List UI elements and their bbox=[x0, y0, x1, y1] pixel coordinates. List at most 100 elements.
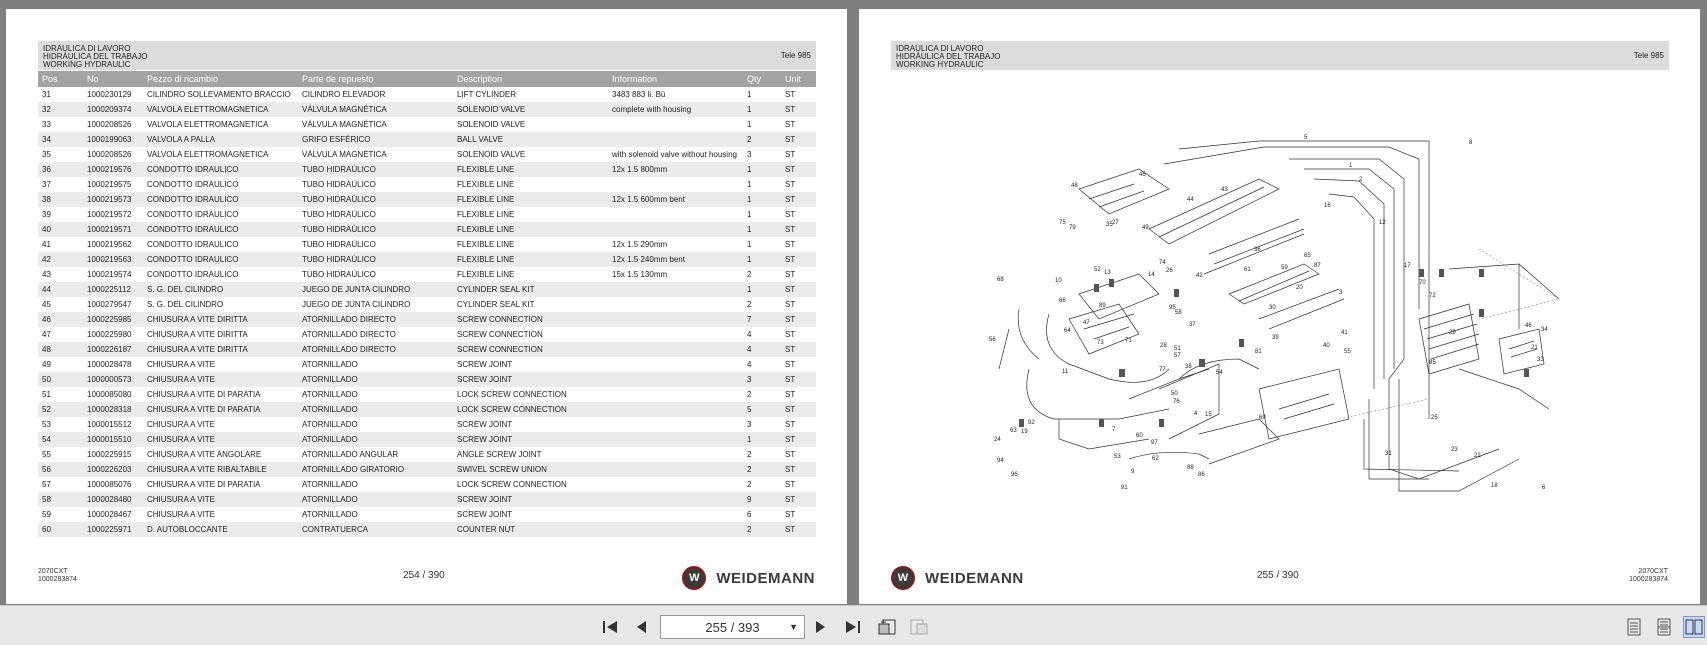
callout-label: 71 bbox=[1125, 338, 1132, 344]
cell-description: ANGLE SCREW JOINT bbox=[457, 450, 542, 459]
cell-name-es: ATORNILLADO GIRATORIO bbox=[298, 462, 453, 477]
cell-qty: 1 bbox=[747, 120, 752, 129]
cell-name-it: CHIUSURA A VITE bbox=[147, 420, 216, 429]
continuous-view-button[interactable] bbox=[1653, 616, 1675, 638]
cell-description: LOCK SCREW CONNECTION bbox=[453, 402, 608, 417]
cell-name-es: VÁLVULA MAGNÉTICA bbox=[298, 102, 453, 117]
cell-pos: 34 bbox=[38, 132, 83, 147]
cell-name-es: TUBO HIDRAÚLICO bbox=[302, 240, 376, 249]
cell-description: FLEXIBLE LINE bbox=[457, 180, 515, 189]
cell-pos: 32 bbox=[38, 102, 83, 117]
cell-name-es: ATORNILLADO bbox=[298, 372, 453, 387]
cell-information bbox=[608, 402, 743, 417]
cell-name-it: CHIUSURA A VITE bbox=[147, 510, 216, 519]
cell-pos: 43 bbox=[42, 270, 51, 279]
cell-description: SCREW CONNECTION bbox=[453, 342, 608, 357]
callout-label: 10 bbox=[1055, 278, 1062, 284]
callout-label: 6 bbox=[1542, 485, 1546, 491]
cell-name-it: CHIUSURA A VITE DI PARATIA bbox=[143, 402, 298, 417]
cell-part-number: 1000226187 bbox=[83, 342, 143, 357]
cell-pos: 39 bbox=[42, 210, 51, 219]
cell-description: SCREW JOINT bbox=[457, 360, 513, 369]
cell-part-number: 1000219563 bbox=[83, 252, 143, 267]
callout-label: 7 bbox=[1112, 427, 1116, 433]
cell-pos: 40 bbox=[38, 222, 83, 237]
callout-label: 28 bbox=[1160, 343, 1167, 349]
cell-part-number: 1000219575 bbox=[87, 180, 132, 189]
callout-label: 26 bbox=[1166, 268, 1173, 274]
cell-name-it: CHIUSURA A VITE DIRITTA bbox=[143, 312, 298, 327]
cell-name-it: CHIUSURA A VITE bbox=[143, 372, 298, 387]
last-page-icon bbox=[846, 621, 860, 633]
single-page-view-button[interactable] bbox=[1623, 616, 1645, 638]
cell-name-it: CONDOTTO IDRAULICO bbox=[143, 222, 298, 237]
go-forward-view-button[interactable] bbox=[908, 616, 930, 638]
callout-label: 31 bbox=[1385, 451, 1392, 457]
callout-label: 95 bbox=[1169, 305, 1176, 311]
cell-qty: 1 bbox=[743, 282, 781, 297]
callout-label: 88 bbox=[1187, 465, 1194, 471]
cell-part-number: 1000209374 bbox=[83, 102, 143, 117]
callout-label: 50 bbox=[1171, 391, 1178, 397]
cell-qty: 1 bbox=[747, 90, 752, 99]
next-page-button[interactable] bbox=[810, 616, 832, 638]
cell-pos: 31 bbox=[42, 90, 51, 99]
cell-qty: 5 bbox=[743, 402, 781, 417]
cell-information bbox=[608, 132, 743, 147]
page-selector[interactable]: 255 / 393 ▼ bbox=[660, 615, 805, 639]
model-name: Tele 985 bbox=[780, 51, 811, 60]
callout-label: 11 bbox=[1062, 369, 1069, 375]
cell-pos: 35 bbox=[42, 150, 51, 159]
callout-label: 17 bbox=[1404, 263, 1411, 269]
cell-part-number: 1000225971 bbox=[83, 522, 143, 537]
callout-label: 73 bbox=[1097, 340, 1104, 346]
cell-qty: 1 bbox=[743, 162, 781, 177]
callout-label: 63 bbox=[1010, 428, 1017, 434]
callout-label: 46 bbox=[1525, 323, 1532, 329]
cell-information bbox=[608, 492, 743, 507]
go-back-view-button[interactable] bbox=[876, 616, 898, 638]
two-page-view-button[interactable] bbox=[1683, 616, 1705, 638]
cell-part-number: 1000219562 bbox=[87, 240, 132, 249]
callout-label: 85 bbox=[1429, 360, 1436, 366]
cell-description: CYLINDER SEAL KIT bbox=[457, 300, 535, 309]
cell-information bbox=[608, 387, 743, 402]
cell-part-number: 1000219573 bbox=[83, 192, 143, 207]
cell-pos: 42 bbox=[38, 252, 83, 267]
callout-label: 65 bbox=[1304, 253, 1311, 259]
page-header: IDRAULICA DI LAVORO HIDRÁULICA DEL TRABA… bbox=[891, 41, 1669, 70]
callout-label: 76 bbox=[1173, 399, 1180, 405]
callout-label: 94 bbox=[997, 458, 1004, 464]
cell-information bbox=[608, 297, 743, 312]
cell-description: COUNTER NUT bbox=[453, 522, 608, 537]
cell-description: FLEXIBLE LINE bbox=[453, 192, 608, 207]
first-page-button[interactable] bbox=[599, 616, 621, 638]
cell-part-number: 1000225915 bbox=[87, 450, 132, 459]
last-page-button[interactable] bbox=[842, 616, 864, 638]
callout-label: 23 bbox=[1451, 447, 1458, 453]
callout-label: 41 bbox=[1341, 330, 1348, 336]
col-qty: Qty bbox=[743, 71, 781, 87]
previous-page-button[interactable] bbox=[630, 616, 652, 638]
callout-label: 4 bbox=[1194, 411, 1198, 417]
cell-pos: 45 bbox=[42, 300, 51, 309]
cell-name-es: TUBO HIDRAÚLICO bbox=[298, 162, 453, 177]
page-254: IDRAULICA DI LAVORO HIDRÁULICA DEL TRABA… bbox=[6, 9, 847, 604]
callout-label: 68 bbox=[997, 277, 1004, 283]
callout-label: 91 bbox=[1121, 485, 1128, 491]
cell-qty: 2 bbox=[747, 390, 752, 399]
callout-label: 33 bbox=[1537, 357, 1544, 363]
callout-label: 57 bbox=[1174, 353, 1181, 359]
callout-label: 42 bbox=[1196, 273, 1203, 279]
col-no: No bbox=[83, 71, 143, 87]
callout-label: 38 bbox=[1185, 364, 1192, 370]
cell-unit: ST bbox=[781, 312, 816, 327]
cell-description: SCREW JOINT bbox=[457, 420, 513, 429]
cell-unit: ST bbox=[785, 420, 796, 429]
cell-name-it: CHIUSURA A VITE DIRITTA bbox=[147, 330, 248, 339]
